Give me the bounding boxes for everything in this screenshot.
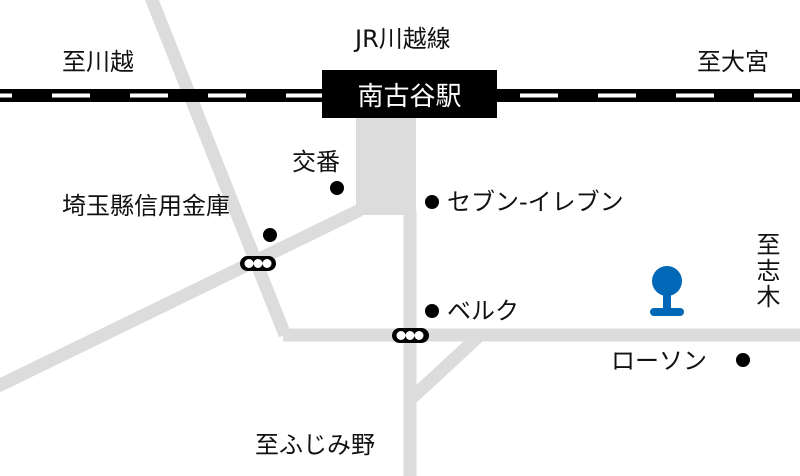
bank-label: 埼玉縣信用金庫 [62,192,230,220]
traffic-light-icon [392,328,429,343]
lawson-label: ローソン [611,347,707,375]
belc-label: ベルク [447,297,519,325]
direction-shiki: 至志木 [752,232,780,310]
traffic-light-icon [240,256,276,271]
location-pin-icon [650,266,684,316]
road-southwest [0,204,363,393]
koban-label: 交番 [292,148,340,176]
direction-kawagoe: 至川越 [62,48,134,76]
railway-name: JR川越線 [355,25,451,53]
direction-omiya: 至大宮 [697,48,769,76]
seven-eleven-dot [425,195,439,209]
lawson-dot [736,353,750,367]
koban-dot [330,181,344,195]
road-diagonal-north [144,0,292,338]
bank-dot [263,228,277,242]
seven-eleven-label: セブン-イレブン [447,188,624,216]
direction-fujimino: 至ふじみ野 [255,431,375,459]
station-plaza [356,112,416,215]
belc-dot [425,304,439,318]
road-branch [407,330,485,403]
station-name: 南古谷駅 [322,70,497,118]
